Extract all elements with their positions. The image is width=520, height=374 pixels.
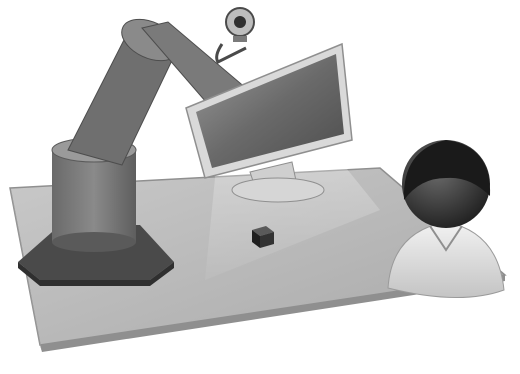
- hri-scene-illustration: [0, 0, 520, 374]
